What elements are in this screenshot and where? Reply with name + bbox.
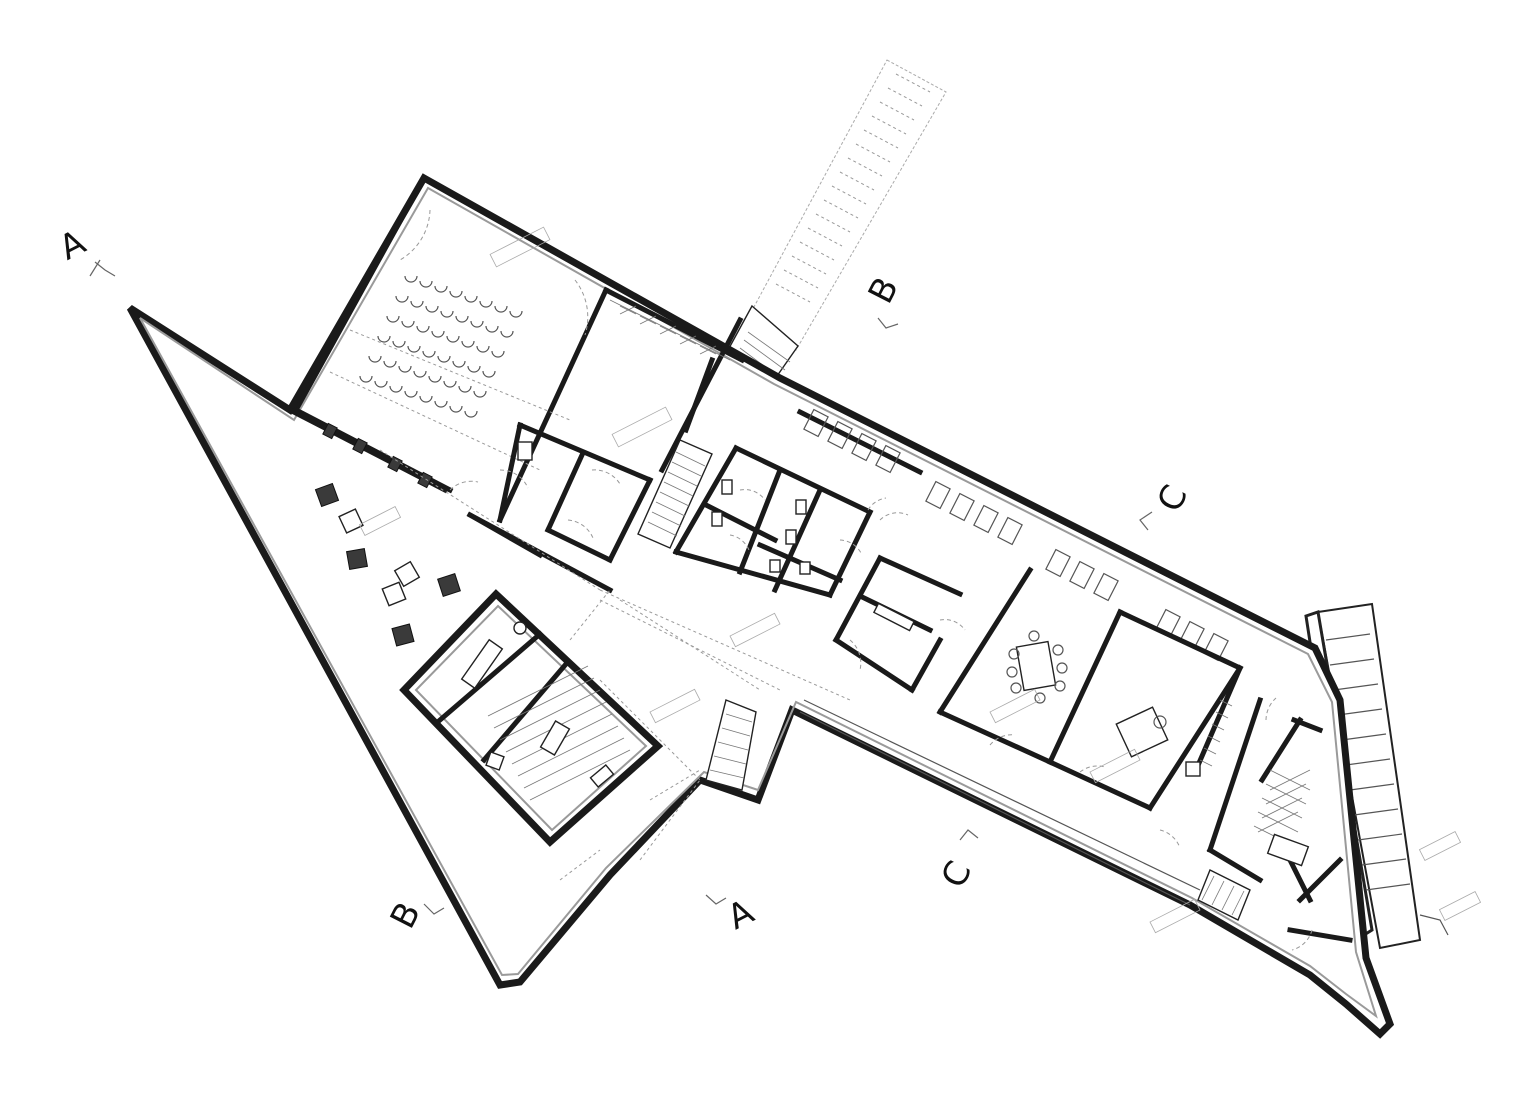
section-marker-b-south: B <box>383 896 445 935</box>
storage-rooms <box>832 512 966 694</box>
section-marker-a-north: A <box>53 222 116 277</box>
section-marker-b-north: B <box>861 271 907 329</box>
section-label-c-south: C <box>934 855 980 894</box>
central-pavilion <box>399 589 664 847</box>
locker-row <box>796 408 1229 662</box>
east-rooms <box>1159 664 1482 951</box>
section-marker-c-north: C <box>1139 479 1196 531</box>
central-stair <box>637 356 716 549</box>
lobby-guidelines <box>358 449 1201 934</box>
section-label-a-south: A <box>721 892 760 938</box>
section-label-c-north: C <box>1150 479 1196 518</box>
north-stair <box>727 59 947 388</box>
section-label-b-north: B <box>861 271 907 310</box>
south-entry-stairs <box>705 699 1251 921</box>
section-marker-c-south: C <box>934 829 980 894</box>
section-label-a-north: A <box>53 222 92 268</box>
section-label-b-south: B <box>383 896 429 935</box>
toilet-block <box>672 444 887 599</box>
meeting-room-2 <box>1046 608 1244 812</box>
meeting-room-1 <box>936 566 1124 766</box>
section-marker-a-south: A <box>705 892 760 938</box>
lobby-furniture <box>314 482 461 647</box>
auditorium-seating <box>359 275 523 418</box>
